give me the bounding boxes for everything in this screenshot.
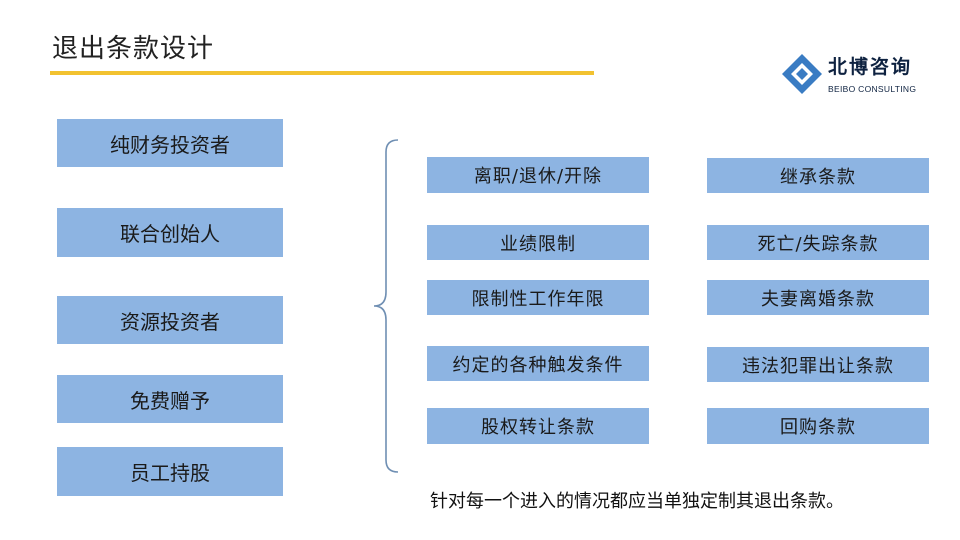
- clause-box: 夫妻离婚条款: [707, 280, 929, 315]
- clause-box: 违法犯罪出让条款: [707, 347, 929, 382]
- clause-box: 股权转让条款: [427, 408, 649, 444]
- diamond-logo-icon: [782, 54, 822, 94]
- category-box: 联合创始人: [57, 208, 283, 257]
- category-box: 资源投资者: [57, 296, 283, 344]
- company-logo: 北博咨询 BEIBO CONSULTING: [780, 50, 930, 100]
- clause-box: 业绩限制: [427, 225, 649, 260]
- clause-box: 死亡/失踪条款: [707, 225, 929, 260]
- logo-name-cn: 北博咨询: [828, 56, 913, 78]
- category-box: 免费赠予: [57, 375, 283, 423]
- page-title: 退出条款设计: [52, 34, 215, 64]
- clause-box: 限制性工作年限: [427, 280, 649, 315]
- clause-box: 离职/退休/开除: [427, 157, 649, 193]
- category-box: 员工持股: [57, 447, 283, 496]
- title-underline: [50, 71, 594, 75]
- footer-note: 针对每一个进入的情况都应当单独定制其退出条款。: [430, 491, 844, 512]
- category-box: 纯财务投资者: [57, 119, 283, 167]
- curly-brace: [373, 139, 399, 473]
- clause-box: 继承条款: [707, 158, 929, 193]
- clause-box: 约定的各种触发条件: [427, 346, 649, 381]
- clause-box: 回购条款: [707, 408, 929, 444]
- logo-name-en: BEIBO CONSULTING: [828, 84, 917, 94]
